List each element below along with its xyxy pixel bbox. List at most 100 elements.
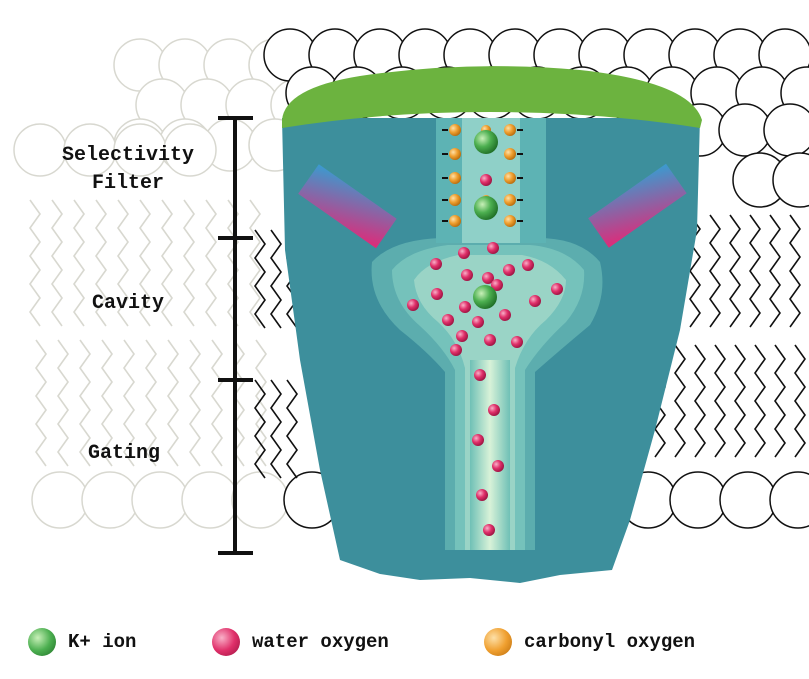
- legend-label: K+ ion: [68, 631, 137, 653]
- lipid-tail: [774, 344, 786, 458]
- k-ion: [473, 285, 497, 309]
- lipid-tail: [117, 199, 129, 327]
- legend-item-water-oxygen: water oxygen: [212, 622, 389, 662]
- water-oxygen: [472, 316, 484, 328]
- lipid-tail: [254, 379, 266, 479]
- lipid-tail: [233, 339, 245, 467]
- k-ions: [473, 130, 498, 309]
- carbonyl-oxygen-icon: [484, 628, 512, 656]
- lipid-head: [231, 471, 289, 529]
- lipid-tail: [754, 344, 766, 458]
- lipid-tail: [145, 339, 157, 467]
- water-oxygen: [472, 434, 484, 446]
- lipid-tail: [35, 339, 47, 467]
- k-ion: [474, 130, 498, 154]
- lipid-tail: [189, 339, 201, 467]
- legend-item-carbonyl-oxygen: carbonyl oxygen: [484, 622, 695, 662]
- lipid-tail: [205, 199, 217, 327]
- carbonyl-oxygen: [449, 124, 461, 136]
- k-ion: [474, 196, 498, 220]
- water-oxygen: [499, 309, 511, 321]
- water-oxygen: [487, 242, 499, 254]
- water-oxygen: [476, 489, 488, 501]
- lipid-tail: [270, 229, 282, 329]
- lipid-head: [772, 152, 809, 208]
- legend: K+ ion water oxygen carbonyl oxygen: [0, 622, 809, 662]
- water-oxygen: [483, 524, 495, 536]
- water-oxygen: [551, 283, 563, 295]
- region-bracket: [218, 116, 253, 555]
- lipid-tail: [254, 229, 266, 329]
- lipid-head: [719, 471, 777, 529]
- lipid-head: [31, 471, 89, 529]
- water-oxygen: [511, 336, 523, 348]
- lipid-tail: [694, 344, 706, 458]
- water-oxygen: [484, 334, 496, 346]
- label-selectivity-line2: Filter: [91, 172, 164, 195]
- lipid-tail: [161, 199, 173, 327]
- carbonyl-oxygen: [504, 215, 516, 227]
- lipid-tail: [249, 199, 261, 327]
- lipid-head: [669, 471, 727, 529]
- lipid-tail: [729, 214, 741, 328]
- lipid-tail: [709, 214, 721, 328]
- lipid-head: [181, 471, 239, 529]
- lipid-tail: [211, 339, 223, 467]
- lipid-tail: [57, 339, 69, 467]
- water-oxygen: [503, 264, 515, 276]
- label-selectivity-line1: Selectivity: [61, 144, 195, 167]
- lipid-tail: [286, 379, 298, 479]
- lipid-tail: [73, 199, 85, 327]
- water-oxygen: [459, 301, 471, 313]
- water-oxygen: [461, 269, 473, 281]
- water-oxygen: [488, 404, 500, 416]
- lipid-head: [131, 471, 189, 529]
- lipid-tail: [794, 344, 806, 458]
- lipid-tail: [674, 344, 686, 458]
- k-ion-icon: [28, 628, 56, 656]
- carbonyl-oxygen: [504, 148, 516, 160]
- lipid-tail: [95, 199, 107, 327]
- carbonyl-oxygen: [504, 124, 516, 136]
- lipid-tail: [769, 214, 781, 328]
- lipid-tail: [183, 199, 195, 327]
- lipid-tail: [51, 199, 63, 327]
- lipid-tail: [139, 199, 151, 327]
- lipid-head: [763, 103, 809, 157]
- carbonyl-oxygen: [449, 194, 461, 206]
- water-oxygen: [529, 295, 541, 307]
- left-helix: [298, 164, 397, 249]
- label-cavity: Cavity: [91, 292, 164, 315]
- lipid-tail: [29, 199, 41, 327]
- water-oxygen-icon: [212, 628, 240, 656]
- carbonyl-oxygen: [449, 172, 461, 184]
- carbonyl-oxygen: [504, 194, 516, 206]
- lipid-tail: [79, 339, 91, 467]
- lipid-head: [81, 471, 139, 529]
- extracellular-cap: [282, 66, 702, 128]
- water-oxygen: [482, 272, 494, 284]
- right-helix: [588, 163, 687, 248]
- legend-label: carbonyl oxygen: [524, 631, 696, 653]
- lipid-tail: [167, 339, 179, 467]
- legend-item-k-ion: K+ ion: [28, 622, 136, 662]
- water-oxygen: [430, 258, 442, 270]
- water-oxygen: [474, 369, 486, 381]
- lipid-tail: [789, 214, 801, 328]
- lipid-head: [769, 471, 809, 529]
- water-oxygen: [442, 314, 454, 326]
- water-oxygen: [450, 344, 462, 356]
- water-oxygen: [458, 247, 470, 259]
- water-oxygen: [522, 259, 534, 271]
- legend-label: water oxygen: [252, 631, 389, 653]
- water-oxygen: [407, 299, 419, 311]
- water-oxygen: [456, 330, 468, 342]
- label-selectivity-filter: Selectivity Filter: [28, 142, 228, 198]
- lipid-tail: [714, 344, 726, 458]
- water-oxygens: [407, 174, 563, 536]
- water-oxygen: [480, 174, 492, 186]
- lipid-tail: [734, 344, 746, 458]
- water-oxygen: [431, 288, 443, 300]
- lipid-tail: [255, 339, 267, 467]
- label-gating: Gating: [87, 442, 160, 465]
